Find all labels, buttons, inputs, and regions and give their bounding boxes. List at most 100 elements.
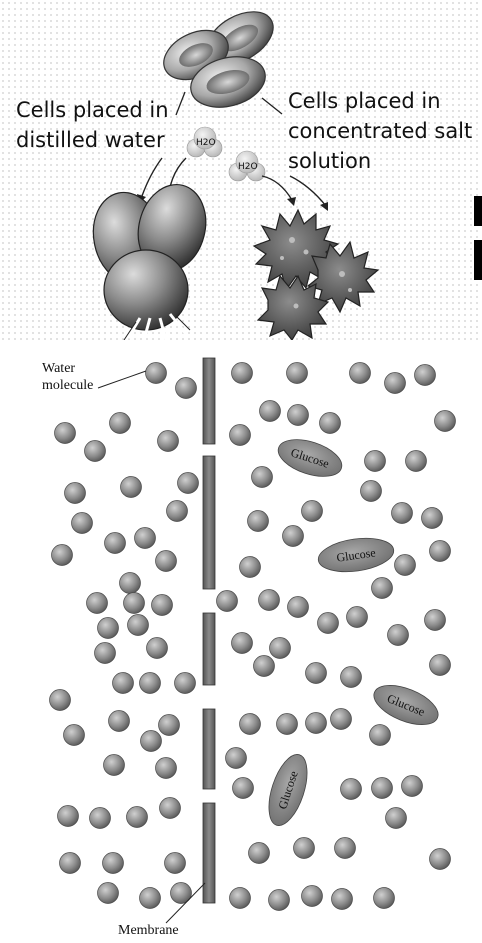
label-salt-line2: concentrated salt bbox=[288, 116, 472, 146]
water-molecule bbox=[128, 615, 149, 636]
water-molecule bbox=[372, 578, 393, 599]
water-molecule bbox=[388, 625, 409, 646]
water-molecule bbox=[159, 715, 180, 736]
water-molecule bbox=[430, 541, 451, 562]
water-molecule bbox=[259, 590, 280, 611]
water-molecule bbox=[269, 890, 290, 911]
water-molecule bbox=[52, 545, 73, 566]
water-molecule bbox=[370, 725, 391, 746]
water-molecule bbox=[302, 886, 323, 907]
membrane-segment bbox=[203, 358, 215, 444]
water-molecule bbox=[58, 806, 79, 827]
glucose-molecule: Glucose bbox=[316, 534, 396, 576]
membrane-segment bbox=[203, 456, 215, 589]
label-distilled-line2: distilled water bbox=[16, 125, 165, 155]
water-molecule bbox=[232, 363, 253, 384]
water-molecule bbox=[248, 511, 269, 532]
water-molecule bbox=[332, 889, 353, 910]
water-molecule bbox=[306, 713, 327, 734]
water-molecule bbox=[140, 673, 161, 694]
water-molecule bbox=[64, 725, 85, 746]
water-molecule bbox=[127, 807, 148, 828]
water-molecule bbox=[252, 467, 273, 488]
water-molecule bbox=[98, 883, 119, 904]
water-molecule bbox=[320, 413, 341, 434]
water-molecule bbox=[254, 656, 275, 677]
water-molecule bbox=[386, 808, 407, 829]
water-molecule bbox=[121, 477, 142, 498]
red-blood-cells-normal bbox=[156, 1, 282, 115]
water-molecule bbox=[103, 853, 124, 874]
water-molecule bbox=[113, 673, 134, 694]
water-molecule bbox=[104, 755, 125, 776]
water-molecule bbox=[415, 365, 436, 386]
water-molecule bbox=[347, 607, 368, 628]
water-molecule bbox=[124, 593, 145, 614]
water-molecule bbox=[85, 441, 106, 462]
water-molecule bbox=[341, 779, 362, 800]
water-molecule bbox=[158, 431, 179, 452]
label-salt-line3: solution bbox=[288, 146, 371, 176]
water-molecule bbox=[406, 451, 427, 472]
water-molecule bbox=[175, 673, 196, 694]
water-molecule bbox=[109, 711, 130, 732]
water-molecule bbox=[302, 501, 323, 522]
arrow-h2o-out bbox=[262, 176, 292, 200]
water-molecule bbox=[217, 591, 238, 612]
water-molecule bbox=[90, 808, 111, 829]
arrow-label-to-crenated bbox=[290, 176, 326, 206]
water-molecule bbox=[160, 798, 181, 819]
water-molecule bbox=[341, 667, 362, 688]
water-molecule bbox=[230, 888, 251, 909]
edge-mark bbox=[474, 240, 482, 280]
water-molecule bbox=[240, 714, 261, 735]
water-molecule-leader bbox=[98, 371, 146, 388]
water-molecule-label-line1: Water bbox=[42, 361, 75, 377]
water-molecule bbox=[249, 843, 270, 864]
water-molecule bbox=[395, 555, 416, 576]
membrane-segment bbox=[203, 613, 215, 685]
water-molecule bbox=[50, 690, 71, 711]
water-molecule bbox=[152, 595, 173, 616]
water-molecule bbox=[135, 528, 156, 549]
water-molecule bbox=[430, 849, 451, 870]
swollen-cells bbox=[85, 177, 214, 340]
water-molecule bbox=[365, 451, 386, 472]
edge-mark bbox=[474, 196, 482, 226]
membrane-diffusion-panel: Glucose Glucose Glucose Glucose Water mo… bbox=[0, 343, 482, 943]
water-molecule bbox=[270, 638, 291, 659]
water-molecule bbox=[156, 551, 177, 572]
crenated-cells bbox=[254, 210, 378, 340]
water-molecule bbox=[176, 378, 197, 399]
water-molecule bbox=[230, 425, 251, 446]
water-molecule-label-line2: molecule bbox=[42, 378, 93, 394]
water-molecule bbox=[55, 423, 76, 444]
water-molecule bbox=[287, 363, 308, 384]
water-molecule bbox=[110, 413, 131, 434]
water-molecule bbox=[435, 411, 456, 432]
water-molecule bbox=[288, 597, 309, 618]
water-molecule bbox=[288, 405, 309, 426]
label-distilled-line1: Cells placed in bbox=[16, 95, 169, 125]
water-molecule bbox=[361, 481, 382, 502]
membrane-illustration: Glucose Glucose Glucose Glucose bbox=[0, 343, 482, 943]
water-molecule bbox=[306, 663, 327, 684]
water-molecule bbox=[105, 533, 126, 554]
membrane-segment bbox=[203, 709, 215, 789]
water-molecule bbox=[350, 363, 371, 384]
membrane-segment bbox=[203, 803, 215, 903]
water-molecule bbox=[98, 618, 119, 639]
membrane-label: Membrane bbox=[118, 923, 179, 939]
water-molecule bbox=[335, 838, 356, 859]
water-molecule bbox=[72, 513, 93, 534]
water-molecule bbox=[374, 888, 395, 909]
water-molecule bbox=[331, 709, 352, 730]
water-molecule bbox=[141, 731, 162, 752]
osmosis-cells-panel: Cells placed in distilled water Cells pl… bbox=[0, 0, 482, 340]
water-molecule bbox=[385, 373, 406, 394]
water-molecule bbox=[120, 573, 141, 594]
leader-line-left bbox=[176, 92, 185, 115]
water-molecule bbox=[430, 655, 451, 676]
water-molecules bbox=[50, 363, 456, 911]
water-molecule bbox=[402, 776, 423, 797]
